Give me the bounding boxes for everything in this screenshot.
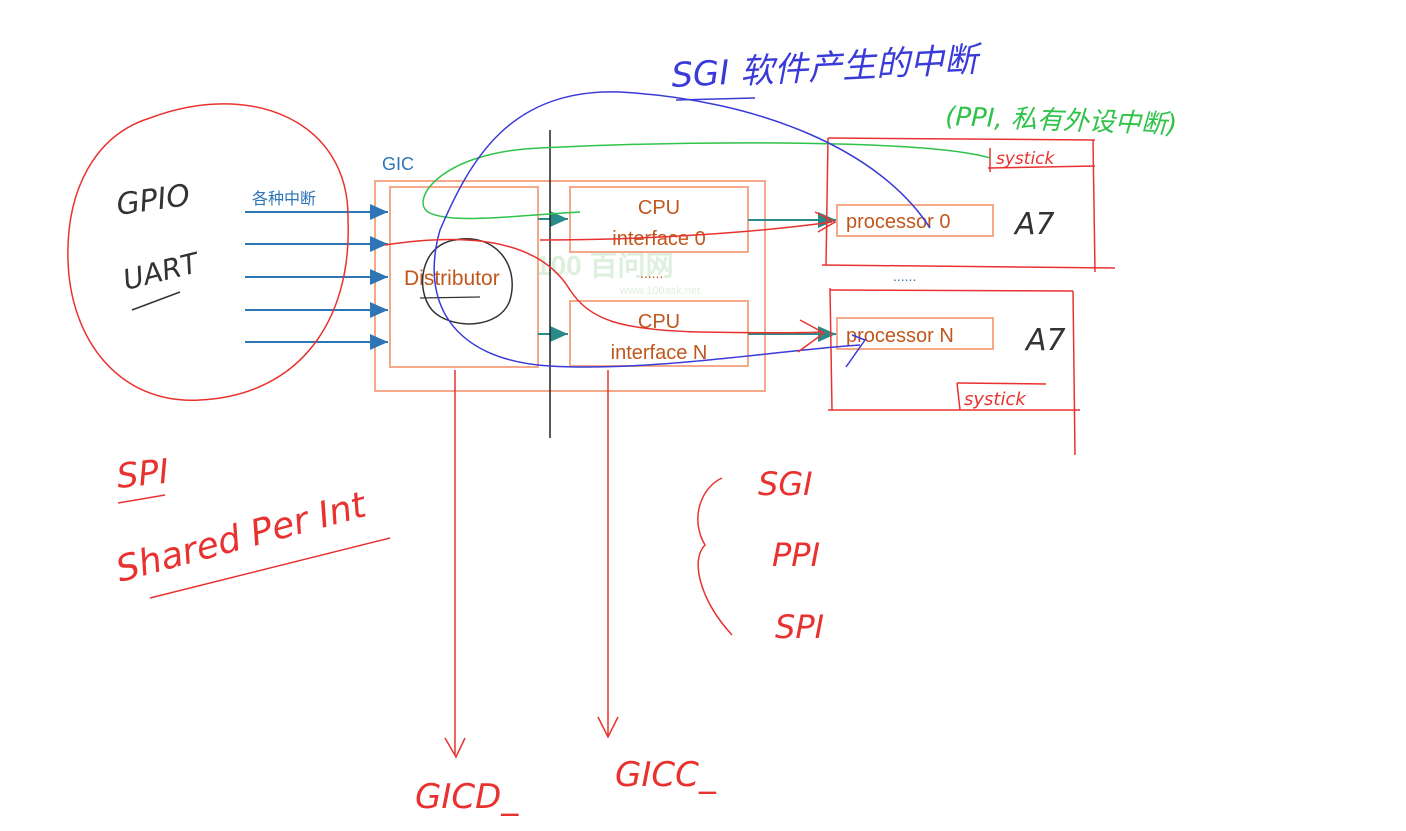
brace-item-spi: SPI — [775, 608, 824, 646]
watermark-url: www.100ask.net — [619, 285, 700, 297]
sgi-path — [433, 91, 931, 368]
spi-route-0-arrowhead — [814, 211, 837, 233]
interrupt-input-arrows — [245, 204, 388, 350]
peripheral-circle — [67, 103, 349, 401]
sgi-note: SGI 软件产生的中断 — [670, 40, 984, 96]
spi-route-n-arrowhead — [797, 319, 826, 353]
processor-n-box — [836, 317, 994, 350]
core-n-frame — [828, 287, 1080, 456]
brace-item-sgi: SGI — [758, 465, 813, 503]
cpu-interface-0-line1: CPU — [638, 197, 680, 219]
processor-0-label: processor 0 — [846, 211, 951, 233]
spi-full-underline — [149, 537, 391, 599]
gicd-arrowhead — [444, 737, 466, 759]
peripheral-gpio: GPIO — [114, 178, 192, 223]
cpu-interface-0-line2: interface 0 — [612, 228, 705, 250]
distributor-handcircle — [421, 238, 513, 325]
systick-n-label: systick — [964, 389, 1027, 410]
gicc-label: GICC_ — [615, 755, 717, 795]
interrupt-types-brace — [697, 477, 733, 636]
cpu-interface-ellipsis: ...... — [640, 265, 663, 281]
sgi-note-underline — [675, 97, 756, 101]
uart-underline — [131, 291, 181, 311]
core-label-0: A7 — [1013, 207, 1055, 242]
distributor-underline — [419, 296, 481, 299]
ppi-path — [422, 142, 991, 220]
ppi-note: (PPI, 私有外设中断) — [945, 102, 1178, 140]
processor-n-label: processor N — [846, 325, 954, 347]
watermark-logo: 100 百问网 — [535, 250, 674, 281]
spi-route-to-n — [384, 238, 823, 334]
gic-box — [374, 180, 766, 392]
spi-route-to-0 — [539, 221, 833, 241]
cpu-interface-n-line2: interface N — [611, 342, 708, 364]
processor-ellipsis: ...... — [893, 268, 916, 284]
spi-title-underline — [117, 494, 166, 504]
sgi-arrowhead — [845, 334, 867, 368]
interrupt-sources-label: 各种中断 — [252, 190, 316, 208]
brace-item-ppi: PPI — [772, 536, 820, 574]
distributor-label: Distributor — [404, 267, 500, 290]
gicd-label: GICD_ — [415, 777, 519, 817]
gic-title: GIC — [382, 154, 414, 174]
distributor-box — [389, 186, 539, 368]
core-label-n: A7 — [1024, 323, 1066, 358]
processor-0-box — [836, 204, 994, 237]
watermark: 100 百问网 www.100ask.net — [535, 250, 700, 297]
systick-0-label: systick — [996, 149, 1056, 169]
gicc-arrowhead — [597, 716, 619, 739]
spi-title: SPI — [115, 452, 171, 497]
cpu-interface-n-line1: CPU — [638, 311, 680, 333]
peripheral-uart: UART — [120, 246, 204, 297]
core-0-frame — [821, 137, 1116, 273]
